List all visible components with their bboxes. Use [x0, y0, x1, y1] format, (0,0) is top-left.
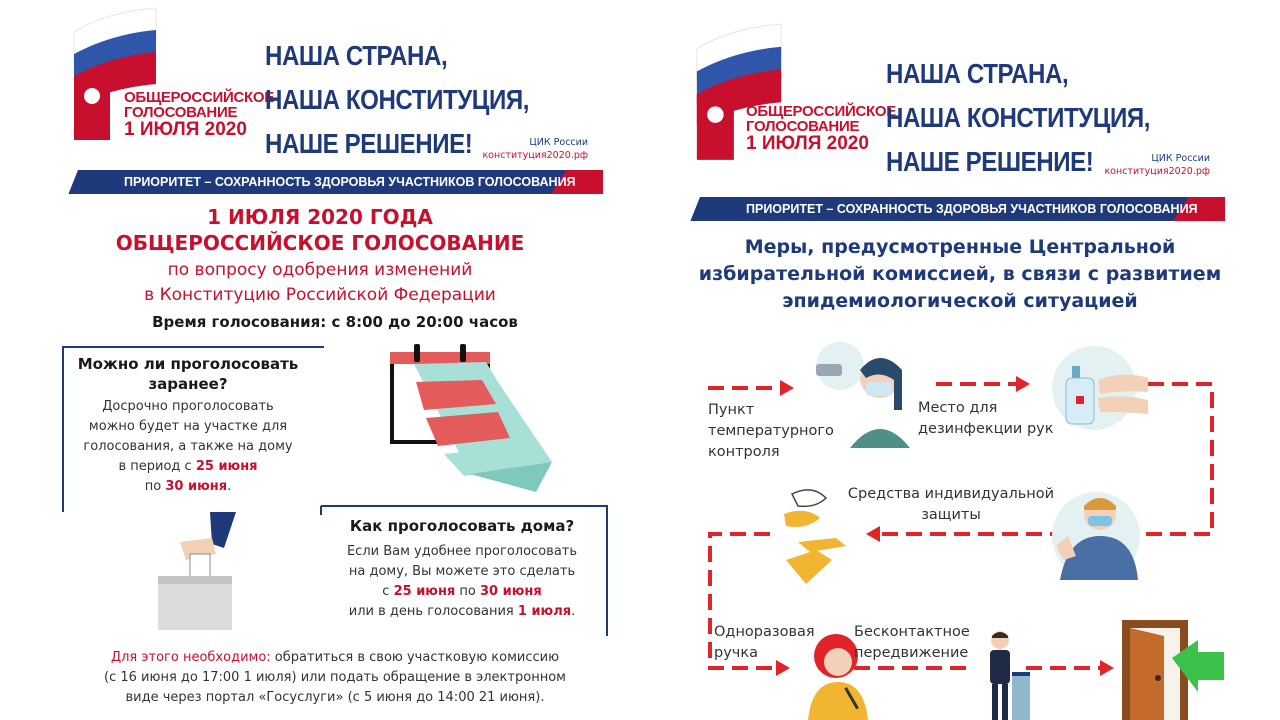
emblem-icon — [84, 88, 100, 104]
slogan-line-2: НАША КОНСТИТУЦИЯ, — [265, 84, 529, 115]
logo-line-3: 1 ИЮЛЯ 2020 — [746, 133, 869, 154]
thermometer-check-icon — [816, 342, 910, 448]
q2-body-1: Если Вам удобнее проголосовать — [346, 544, 578, 559]
logo-text: ОБЩЕРОССИЙСКОЕ ГОЛОСОВАНИЕ 1 ИЮЛЯ 2020 — [746, 104, 896, 153]
step-disinfection: Место для дезинфекции рук — [918, 400, 1054, 437]
q1-body-3: голосования, а также на дому — [83, 439, 293, 454]
footer-line-2: (с 16 июня до 17:00 1 июля) или подать о… — [104, 670, 566, 685]
q1-title-2: заранее? — [148, 375, 228, 393]
cik-credit: ЦИК России конституция2020.рф — [470, 136, 588, 162]
flow-path — [708, 376, 1214, 676]
measures-heading: Меры, предусмотренные Центральной избира… — [640, 234, 1280, 315]
step-contactless: Бесконтактное передвижение — [854, 624, 970, 661]
cik-url[interactable]: конституция2020.рф — [482, 150, 588, 161]
cik-org: ЦИК России — [529, 137, 588, 148]
slogan-line-1: НАША СТРАНА, — [886, 58, 1069, 89]
cik-url[interactable]: конституция2020.рф — [1104, 166, 1210, 177]
calendar-icon — [390, 344, 552, 492]
person-mask-icon — [1052, 492, 1140, 580]
measures-line-3: эпидемиологической ситуацией — [782, 290, 1138, 312]
q1-body-2: можно будет на участке для — [88, 419, 288, 434]
step-ppe: Средства индивидуальной защиты — [847, 486, 1055, 523]
q2-block: Как проголосовать дома? Если Вам удобнее… — [324, 516, 600, 622]
flag-ribbon-icon — [696, 23, 782, 160]
priority-banner-text: ПРИОРИТЕТ – СОХРАННОСТЬ ЗДОРОВЬЯ УЧАСТНИ… — [746, 202, 1198, 216]
q2-date-vote: 1 июля — [517, 604, 572, 619]
left-poster: ОБЩЕРОССИЙСКОЕ ГОЛОСОВАНИЕ 1 ИЮЛЯ 2020 Н… — [40, 7, 630, 708]
flag-ribbon-icon — [73, 7, 157, 140]
priority-banner: ПРИОРИТЕТ – СОХРАННОСТЬ ЗДОРОВЬЯ УЧАСТНИ… — [62, 170, 603, 194]
step-pen: Одноразовая ручка — [714, 624, 815, 661]
q2-date-start: 25 июня — [393, 584, 456, 599]
footer-line-1: Для этого необходимо: обратиться в свою … — [110, 650, 560, 665]
measures-line-2: избирательной комиссией, в связи с разви… — [698, 263, 1222, 285]
slogan-line-1: НАША СТРАНА, — [265, 40, 448, 71]
vote-title: ОБЩЕРОССИЙСКОЕ ГОЛОСОВАНИЕ — [115, 231, 525, 255]
q2-title: Как проголосовать дома? — [349, 517, 575, 535]
q2-body-4: или в день голосования 1 июля. — [348, 604, 576, 619]
exit-door-icon — [1122, 620, 1224, 720]
subtitle-2: в Конституцию Российской Федерации — [144, 285, 496, 305]
subtitle-1: по вопросу одобрения изменений — [167, 260, 473, 280]
right-poster: ОБЩЕРОССИЙСКОЕ ГОЛОСОВАНИЕ 1 ИЮЛЯ 2020 Н… — [640, 0, 1280, 720]
measures-line-1: Меры, предусмотренные Центральной — [744, 236, 1176, 258]
q2-body-2: на дому, Вы можете это сделать — [348, 564, 576, 579]
slogan-line-3: НАШЕ РЕШЕНИЕ! — [886, 146, 1094, 177]
q1-frame — [62, 346, 324, 512]
slogan: НАША СТРАНА, НАША КОНСТИТУЦИЯ, НАШЕ РЕШЕ… — [886, 52, 1150, 184]
footer-lead: Для этого необходимо: — [110, 650, 271, 665]
step-temperature: Пункт температурного контроля — [708, 402, 834, 460]
person-pen-icon — [808, 634, 868, 720]
slogan-line-3: НАШЕ РЕШЕНИЕ! — [265, 128, 473, 159]
ballot-box-icon — [158, 512, 236, 630]
q1-body-5: по 30 июня. — [144, 479, 232, 494]
logo-line-2: ГОЛОСОВАНИЕ — [746, 118, 860, 135]
footer-line-3: виде через портал «Госуслуги» (с 5 июня … — [125, 690, 545, 705]
q2-body-3: с 25 июня по 30 июня — [382, 584, 542, 599]
q1-body-4: в период с 25 июня — [118, 459, 258, 474]
logo-line-1: ОБЩЕРОССИЙСКОЕ — [124, 89, 274, 106]
cik-org: ЦИК России — [1151, 153, 1210, 164]
q1-date-start: 25 июня — [195, 459, 258, 474]
q1-title-1: Можно ли проголосовать — [77, 355, 299, 373]
logo-line-1: ОБЩЕРОССИЙСКОЕ — [746, 103, 896, 120]
slogan: НАША СТРАНА, НАША КОНСТИТУЦИЯ, НАШЕ РЕШЕ… — [265, 34, 529, 166]
hand-sanitizer-icon — [1052, 346, 1148, 430]
logo-line-2: ГОЛОСОВАНИЕ — [124, 104, 238, 121]
slogan-line-2: НАША КОНСТИТУЦИЯ, — [886, 102, 1150, 133]
voting-time: Время голосования: с 8:00 до 20:00 часов — [152, 313, 518, 331]
q2-frame — [320, 505, 608, 636]
logo-text: ОБЩЕРОССИЙСКОЕ ГОЛОСОВАНИЕ 1 ИЮЛЯ 2020 — [124, 90, 274, 139]
q2-date-end: 30 июня — [480, 584, 542, 599]
date-title: 1 ИЮЛЯ 2020 ГОДА — [207, 205, 433, 229]
priority-banner: ПРИОРИТЕТ – СОХРАННОСТЬ ЗДОРОВЬЯ УЧАСТНИ… — [684, 197, 1225, 221]
mask-gloves-icon — [784, 489, 846, 584]
logo-line-3: 1 ИЮЛЯ 2020 — [124, 119, 247, 140]
footer-note: Для этого необходимо: обратиться в свою … — [40, 648, 630, 708]
q1-block: Можно ли проголосовать заранее? Досрочно… — [66, 354, 310, 497]
q1-body-1: Досрочно проголосовать — [102, 399, 274, 414]
q1-date-end: 30 июня — [165, 479, 228, 494]
emblem-icon — [707, 106, 724, 123]
cik-credit: ЦИК России конституция2020.рф — [1092, 152, 1210, 178]
person-walking-icon — [990, 631, 1030, 720]
priority-banner-text: ПРИОРИТЕТ – СОХРАННОСТЬ ЗДОРОВЬЯ УЧАСТНИ… — [124, 175, 576, 189]
